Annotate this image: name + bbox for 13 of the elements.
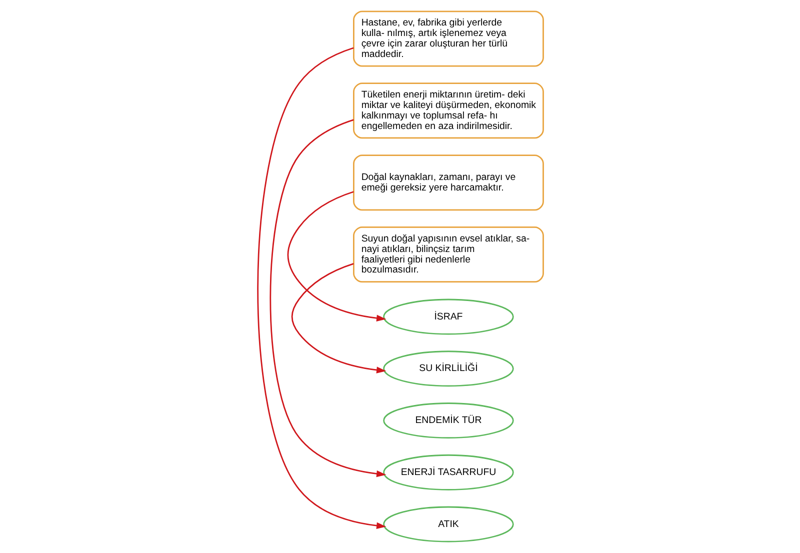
arrow: [286, 191, 386, 322]
node-ellipse: ENERJİ TASARRUFU: [382, 454, 514, 490]
node-ellipse: İSRAF: [382, 298, 514, 335]
node-ellipse: ATIK: [382, 506, 514, 542]
arrow: [290, 263, 386, 374]
arrow: [256, 47, 386, 530]
node-ellipse: ENDEMİK TÜR: [382, 402, 514, 439]
node-box: Hastane, ev, fabrika gibi yerlerde kulla- nılmış, artık işlenemez veya çevre için zarar oluşturan her türlü maddedir.: [352, 10, 544, 67]
node-box: Doğal kaynakları, zamanı, parayı ve emeği gereksiz yere harcamaktır.: [352, 154, 544, 211]
node-box: Tüketilen enerji miktarının üretim- deki miktar ve kaliteyi düşürmeden, ekonomik kalkınmayı ve toplumsal refa- hı engellemeden en aza indirilmesidir.: [352, 82, 544, 139]
node-box: Suyun doğal yapısının evsel atıklar, sa- nayi atıkları, bilinçsiz tarım faaliyetleri gibi nedenlerle bozulmasıdır.: [352, 226, 544, 283]
arrow: [269, 119, 386, 478]
node-ellipse: SU KİRLİLİĞİ: [382, 350, 514, 387]
